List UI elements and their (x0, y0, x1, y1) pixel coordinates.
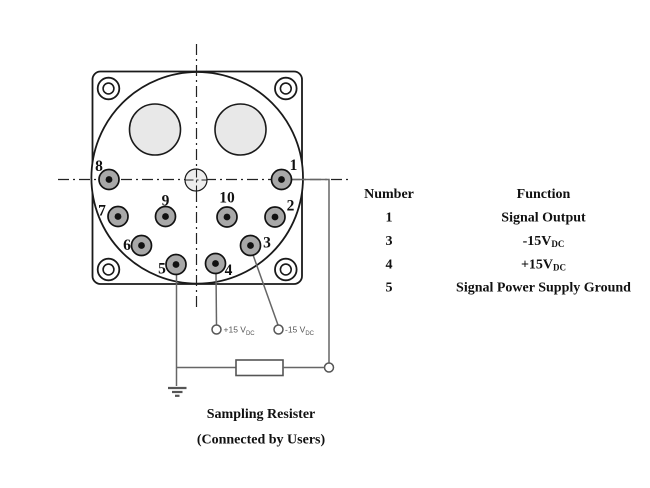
plus15-terminal-label: +15 VDC (224, 325, 256, 338)
guide-hole-right (214, 103, 267, 156)
center-hole (184, 168, 208, 192)
pin-8-label: 8 (95, 158, 103, 175)
pin-9-label: 9 (162, 193, 170, 210)
pin-9-contact (162, 213, 169, 220)
pin-3: 3 (239, 235, 271, 257)
pin-4-label: 4 (225, 262, 233, 279)
pin-9: 9 (154, 193, 177, 228)
wire-plus15 (215, 271, 218, 326)
table-row-3-function-sub: DC (553, 263, 566, 273)
pin-4-contact (212, 260, 219, 267)
mounting-hole-inner (102, 263, 115, 276)
mounting-hole-top-left (96, 76, 121, 101)
pin-6: 6 (123, 234, 153, 257)
pin-2-label: 2 (287, 198, 295, 215)
pin-2-contact (271, 213, 279, 221)
pin-2: 2 (264, 198, 295, 228)
minus15-terminal-label: -15 VDC (285, 325, 315, 338)
table-row-2-number: 3 (386, 234, 393, 249)
output-terminal-circle (323, 362, 335, 373)
table-row-3-function-text: +15V (521, 258, 553, 273)
table-row-2-function: -15VDC (523, 234, 565, 249)
mounting-hole-inner (102, 82, 115, 95)
pin-7: 7 (98, 203, 129, 228)
guide-hole-left (128, 103, 182, 156)
caption-connected-by-users: (Connected by Users) (197, 433, 326, 448)
pin-5: 5 (158, 253, 187, 278)
pin-function-table: Number Function 1 Signal Output 3 -15VDC… (364, 187, 631, 296)
table-row-4-function: Signal Power Supply Ground (456, 281, 631, 296)
pin-3-label: 3 (263, 235, 271, 252)
table-row-2-function-text: -15V (523, 234, 552, 249)
pin-10: 10 (216, 190, 238, 228)
minus15-sub: DC (305, 331, 314, 337)
minus15-text: -15 V (285, 325, 306, 335)
pin-4: 4 (204, 252, 233, 279)
table-row-4-number: 5 (386, 281, 393, 296)
table-header-function: Function (517, 187, 571, 202)
table-row-4-function-text: Signal Power Supply Ground (456, 281, 631, 296)
captions: Sampling Resister (Connected by Users) (197, 407, 326, 448)
plus15-terminal-circle (211, 324, 222, 335)
mounting-hole-inner (279, 82, 292, 95)
pin-5-contact (172, 261, 180, 268)
pin-1: 1 (270, 157, 298, 191)
plus15-text: +15 V (224, 325, 247, 335)
pins: 1 2 3 4 5 6 (95, 157, 297, 279)
pin-1-label: 1 (290, 157, 298, 174)
wiring (168, 178, 335, 397)
table-row-3-function: +15VDC (521, 258, 566, 273)
plus15-sub: DC (246, 331, 255, 337)
mounting-hole-inner (279, 263, 292, 276)
caption-sampling-resistor: Sampling Resister (207, 407, 316, 422)
pin-7-contact (114, 213, 122, 220)
table-row-3-number: 4 (386, 258, 393, 273)
minus15-terminal-circle (273, 324, 284, 335)
pin-3-contact (247, 242, 254, 249)
table-row-1-function-text: Signal Output (501, 211, 586, 226)
wire-signal-output (291, 178, 330, 363)
pin-8: 8 (95, 158, 120, 191)
mounting-hole-top-right (274, 76, 298, 101)
table-row-1-number: 1 (386, 211, 393, 226)
pin-5-label: 5 (158, 261, 166, 278)
ground-icon (168, 386, 187, 397)
pin-10-contact (223, 213, 231, 221)
pin-10-label: 10 (219, 190, 235, 207)
table-header-number: Number (364, 187, 414, 202)
mounting-hole-bottom-right (274, 257, 298, 282)
pin-1-contact (278, 176, 285, 183)
pin-6-contact (138, 242, 145, 249)
pin-8-contact (105, 176, 113, 183)
wire-minus15 (251, 251, 279, 326)
mounting-hole-bottom-left (96, 257, 121, 282)
pin-7-label: 7 (98, 203, 106, 220)
sampling-resistor (235, 359, 284, 377)
table-row-2-function-sub: DC (551, 239, 564, 249)
pin-6-label: 6 (123, 237, 131, 254)
table-row-1-function: Signal Output (501, 211, 586, 226)
